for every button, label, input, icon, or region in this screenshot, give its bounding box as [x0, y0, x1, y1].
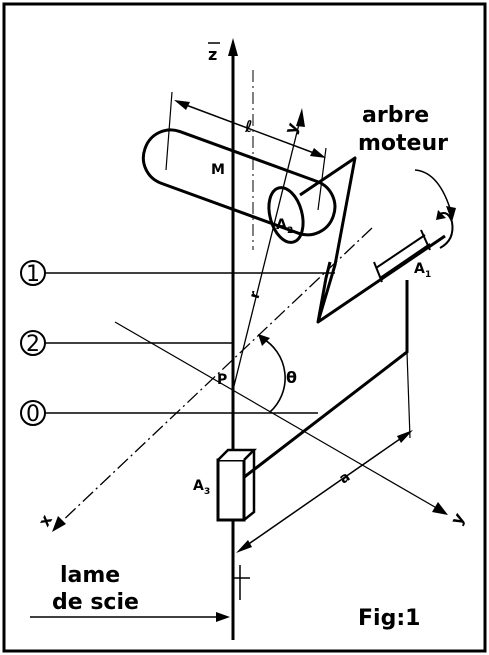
- point-A1-sub: 1: [425, 270, 431, 280]
- lame-label: lame: [60, 563, 120, 588]
- dim-l-label: ℓ: [244, 117, 253, 136]
- part-callout-0: 0: [20, 400, 318, 427]
- frame-link: [242, 280, 409, 480]
- bearing-line-top: [375, 234, 426, 269]
- point-M-label: M: [211, 162, 225, 178]
- dim-l-ext-right: [317, 147, 327, 211]
- dim-r-label: r: [247, 289, 264, 300]
- bearing-end-left: [373, 261, 383, 283]
- slider-A3-top: [217, 448, 258, 461]
- rotation-arrow-head: [436, 210, 446, 220]
- slider-A3-side: [243, 450, 256, 521]
- point-A1-label: A: [414, 261, 425, 277]
- dim-l-ext-left: [165, 91, 173, 171]
- x-axis-arrow: [52, 516, 66, 532]
- z-axis-arrow: [228, 38, 238, 56]
- bearing-end-right: [420, 229, 431, 251]
- slider-A3: [216, 458, 246, 522]
- svg-text:1: 1: [26, 262, 40, 287]
- de-scie-label: de scie: [52, 590, 139, 615]
- lame-leader-head: [216, 612, 230, 622]
- z-axis-label: z: [208, 45, 217, 64]
- bearing-line-bottom: [379, 243, 431, 279]
- theta-arc: [261, 337, 286, 413]
- part-callout-2: 2: [20, 330, 233, 357]
- arbre-label: arbre: [362, 103, 429, 128]
- svg-text:0: 0: [26, 402, 40, 427]
- arbre-moteur-leader-head: [446, 206, 456, 222]
- crank-web: [299, 156, 357, 324]
- figure-caption: Fig:1: [358, 606, 420, 631]
- y1-axis: [232, 119, 301, 391]
- crank-body: [141, 128, 337, 237]
- dim-a-arrow-right: [397, 430, 413, 443]
- crank-pin-A2: [267, 186, 305, 244]
- x-axis: [57, 227, 373, 526]
- theta-label: θ: [286, 368, 297, 387]
- point-A3-label: A: [193, 478, 204, 494]
- y-axis-arrow: [432, 502, 448, 515]
- dim-a-line: [239, 431, 411, 551]
- arbre-moteur-leader: [414, 169, 453, 216]
- y1-axis-arrow: [296, 108, 305, 127]
- theta-arc-head: [258, 334, 270, 346]
- y-axis-label: y: [447, 509, 469, 528]
- dim-l-arrow-left: [174, 100, 190, 110]
- x-axis-label: x: [34, 511, 56, 530]
- svg-text:2: 2: [26, 332, 40, 357]
- dim-l-line: [177, 101, 323, 157]
- point-A2-sub: 2: [287, 226, 293, 236]
- dim-l-arrow-right: [310, 148, 326, 158]
- y-axis: [114, 321, 441, 511]
- part-callout-1: 1: [20, 260, 335, 287]
- dim-a-arrow-left: [236, 540, 252, 553]
- dim-a-label: a: [336, 469, 353, 488]
- moteur-label: moteur: [358, 131, 448, 156]
- point-A3-sub: 3: [204, 487, 210, 497]
- point-A2-label: A: [276, 217, 287, 233]
- dim-a-ext-right: [406, 351, 411, 439]
- point-P-label: P: [217, 372, 227, 388]
